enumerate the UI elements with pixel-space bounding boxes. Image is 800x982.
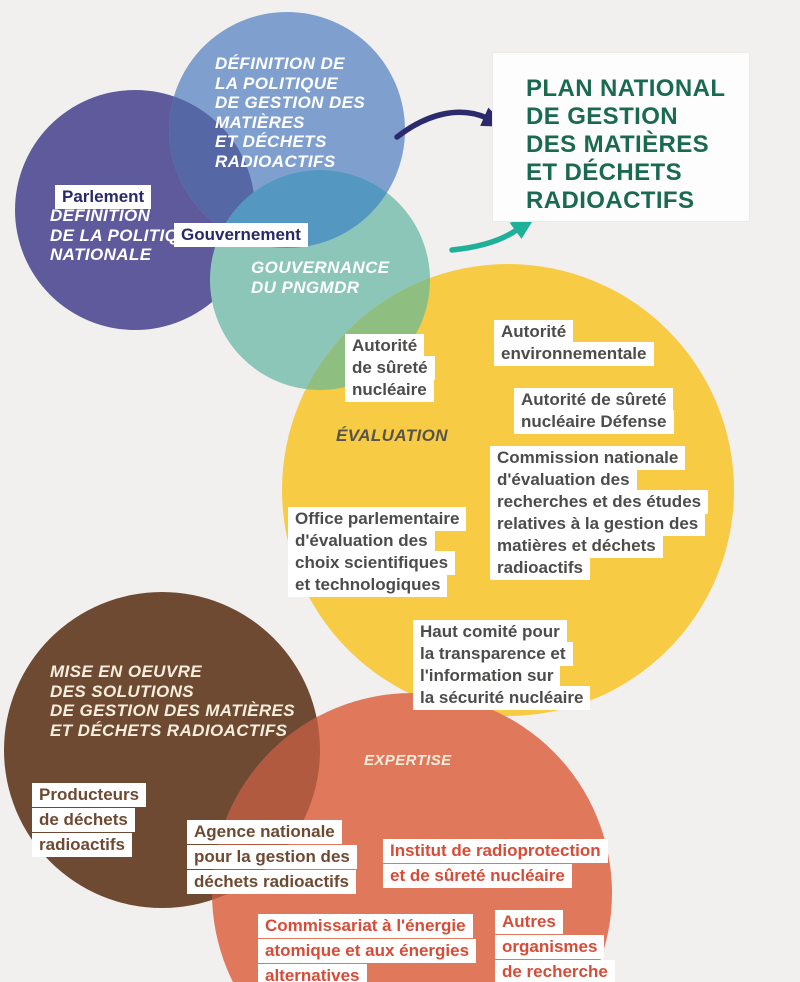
label-producteurs: Producteurs de déchets radioactifs bbox=[32, 757, 147, 857]
arrow-gouvernance-to-plan bbox=[449, 215, 536, 253]
plan-title: PLAN NATIONAL DE GESTION DES MATIÈRES ET… bbox=[526, 75, 726, 214]
label-asn-defense: Autorité de sûreté nucléaire Défense bbox=[514, 367, 674, 434]
overlap-national-gestion bbox=[169, 90, 255, 248]
overlap-mise-expertise bbox=[212, 693, 320, 908]
label-haut-comite: Haut comité pour la transparence et l'in… bbox=[413, 599, 591, 710]
role-evaluation: ÉVALUATION bbox=[336, 426, 448, 445]
label-office-parlementaire: Office parlementaire d'évaluation des ch… bbox=[288, 486, 467, 597]
label-parlement: Parlement bbox=[55, 158, 152, 210]
label-gouvernement: Gouvernement bbox=[174, 196, 308, 248]
label-institut-radioprotection: Institut de radioprotection et de sûreté… bbox=[383, 813, 608, 888]
label-autres-organismes: Autres organismes de recherche bbox=[495, 884, 615, 982]
label-asn: Autorité de sûreté nucléaire bbox=[345, 313, 435, 402]
label-commission-nationale: Commission nationale d'évaluation des re… bbox=[490, 425, 709, 580]
plan-box: PLAN NATIONAL DE GESTION DES MATIÈRES ET… bbox=[492, 52, 750, 222]
label-commissariat: Commissariat à l'énergie atomique et aux… bbox=[258, 888, 477, 982]
label-autorite-environnementale: Autorité environnementale bbox=[494, 299, 654, 366]
arrow-gestion-to-plan bbox=[394, 107, 508, 140]
role-gouvernance: GOUVERNANCE DU PNGMDR bbox=[251, 258, 390, 297]
role-policy-gestion: DÉFINITION DE LA POLITIQUE DE GESTION DE… bbox=[215, 54, 366, 171]
role-expertise: EXPERTISE bbox=[364, 752, 452, 769]
role-mise-en-oeuvre: MISE EN OEUVRE DES SOLUTIONS DE GESTION … bbox=[50, 662, 296, 740]
label-agence-nationale: Agence nationale pour la gestion des déc… bbox=[187, 794, 357, 894]
